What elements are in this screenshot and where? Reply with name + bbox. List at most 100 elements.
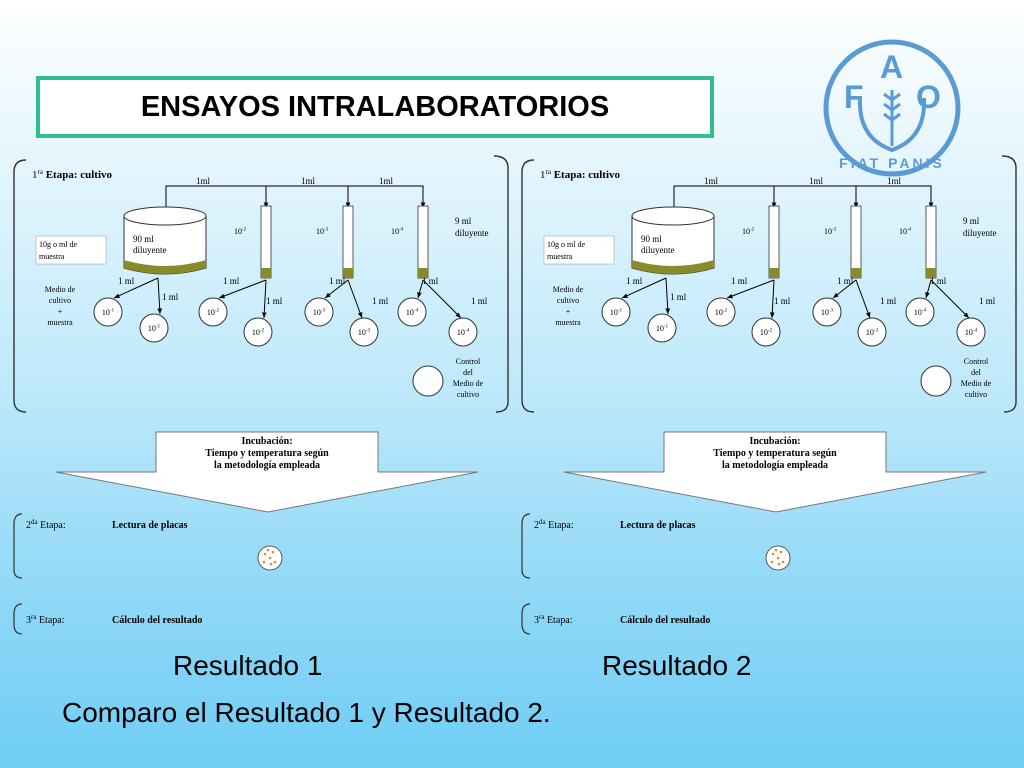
incubation-text: Incubación:: [241, 436, 292, 447]
transfer-arrow: [218, 279, 267, 299]
plate-transfer-label: 1 ml: [731, 276, 748, 286]
petri-dish-label: 10-1: [656, 324, 669, 333]
title-box: ENSAYOS INTRALABORATORIOS: [36, 76, 714, 138]
petri-dish-label: 10-2: [715, 308, 728, 317]
plate-transfer-label: 1 ml: [372, 296, 389, 306]
flask-label-1: 90 ml: [641, 234, 662, 244]
flask-label-2: diluyente: [133, 245, 167, 255]
petri-dish: [601, 297, 631, 327]
test-tube: [342, 205, 354, 279]
tube-sediment: [769, 268, 779, 278]
petri-dish: [397, 297, 427, 327]
test-tube: [925, 205, 937, 279]
plate-transfer-label: 1 ml: [329, 276, 346, 286]
control-label: del: [463, 368, 474, 377]
tube-sediment: [343, 268, 353, 278]
arrow-head: [925, 292, 930, 298]
medium-label: cultivo: [557, 296, 579, 305]
petri-dish-label: 10-1: [148, 324, 161, 333]
comparison-text: Comparo el Resultado 1 y Resultado 2.: [62, 697, 551, 728]
medium-label: Medio de: [45, 285, 76, 294]
colony-dot: [271, 550, 275, 554]
incubation-arrow: [563, 431, 987, 513]
medium-label: +: [566, 307, 571, 316]
tube-dilution: 10-3: [824, 227, 837, 236]
plate-transfer-label: 1 ml: [626, 276, 643, 286]
sample-label-1: 10g o ml de: [547, 240, 585, 249]
arrow-head: [325, 292, 331, 298]
transfer-arrow: [621, 277, 667, 299]
plate-transfer-label: 1 ml: [471, 296, 488, 306]
tube-diluent-1: 9 ml: [963, 216, 980, 226]
petri-dish-label: 10-3: [313, 308, 326, 317]
control-label: cultivo: [457, 390, 479, 399]
arrow-head: [345, 202, 351, 208]
colony-dot: [776, 556, 780, 560]
arrow-head: [114, 293, 120, 298]
sample-label-2: muestra: [547, 252, 573, 261]
colony-dot: [268, 556, 272, 560]
arrow-head: [853, 202, 859, 208]
arrow-head: [357, 312, 363, 318]
arrow-head: [420, 202, 426, 208]
tube-sediment: [418, 268, 428, 278]
transfer-arrow: [726, 279, 775, 299]
petri-dish-label: 10-3: [358, 328, 371, 337]
petri-dish-label: 10-2: [252, 328, 265, 337]
stage3-heading: 3ra Etapa:: [534, 613, 573, 626]
transfer-label-3: 1ml: [887, 176, 902, 186]
stage3-bracket: [521, 603, 531, 635]
stage3-heading: 3ra Etapa:: [26, 613, 65, 626]
plate-transfer-label: 1 ml: [162, 292, 179, 302]
plate-transfer-label: 1 ml: [880, 296, 897, 306]
petri-dish-label: 10-4: [457, 328, 470, 337]
arrow-head: [771, 202, 777, 208]
stage1-bracket-right: [493, 155, 509, 413]
plate-transfer-label: 1 ml: [223, 276, 240, 286]
stage1-bracket: [13, 159, 27, 413]
control-label: Control: [964, 357, 989, 366]
arrow-head: [963, 312, 969, 318]
arrow-head: [769, 312, 775, 318]
logo-letter-f: F: [844, 79, 864, 115]
stage2-heading: 2da Etapa:: [26, 518, 66, 531]
petri-dish: [956, 317, 986, 347]
arrow-head: [928, 202, 934, 208]
tube-dilution: 10-2: [742, 227, 755, 236]
stage2-text: Lectura de placas: [112, 520, 188, 531]
petri-dish-label: 10-4: [965, 328, 978, 337]
plate-transfer-label: 1 ml: [422, 276, 439, 286]
transfer-arrow: [665, 277, 669, 315]
arrow-head: [261, 312, 267, 318]
petri-dish: [198, 297, 228, 327]
flask-label-2: diluyente: [641, 245, 675, 255]
petri-dish-label: 10-2: [207, 308, 220, 317]
flask-top: [631, 206, 715, 226]
petri-dish: [905, 297, 935, 327]
stage1-bracket: [521, 159, 535, 413]
arrow-head: [219, 293, 225, 299]
colony-dot: [779, 550, 783, 554]
petri-dish: [812, 297, 842, 327]
sample-box: [543, 235, 615, 265]
stage2-bracket: [13, 513, 23, 579]
petri-dish-label: 10-1: [102, 308, 115, 317]
petri-dish: [751, 317, 781, 347]
sample-box: [35, 235, 107, 265]
medium-label: Medio de: [553, 285, 584, 294]
plate-transfer-label: 1 ml: [979, 296, 996, 306]
transfer-arrow: [930, 279, 970, 319]
petri-dish: [93, 297, 123, 327]
colony-dot: [774, 548, 778, 552]
colony-dot: [781, 560, 785, 564]
arrow-head: [833, 292, 839, 298]
tube-sediment: [926, 268, 936, 278]
control-label: del: [971, 368, 982, 377]
petri-dish-label: 10-2: [760, 328, 773, 337]
logo-letter-a: A: [880, 49, 903, 85]
plate-transfer-label: 1 ml: [930, 276, 947, 286]
petri-dish: [304, 297, 334, 327]
test-tube: [260, 205, 272, 279]
transfer-label-1: 1ml: [196, 176, 211, 186]
